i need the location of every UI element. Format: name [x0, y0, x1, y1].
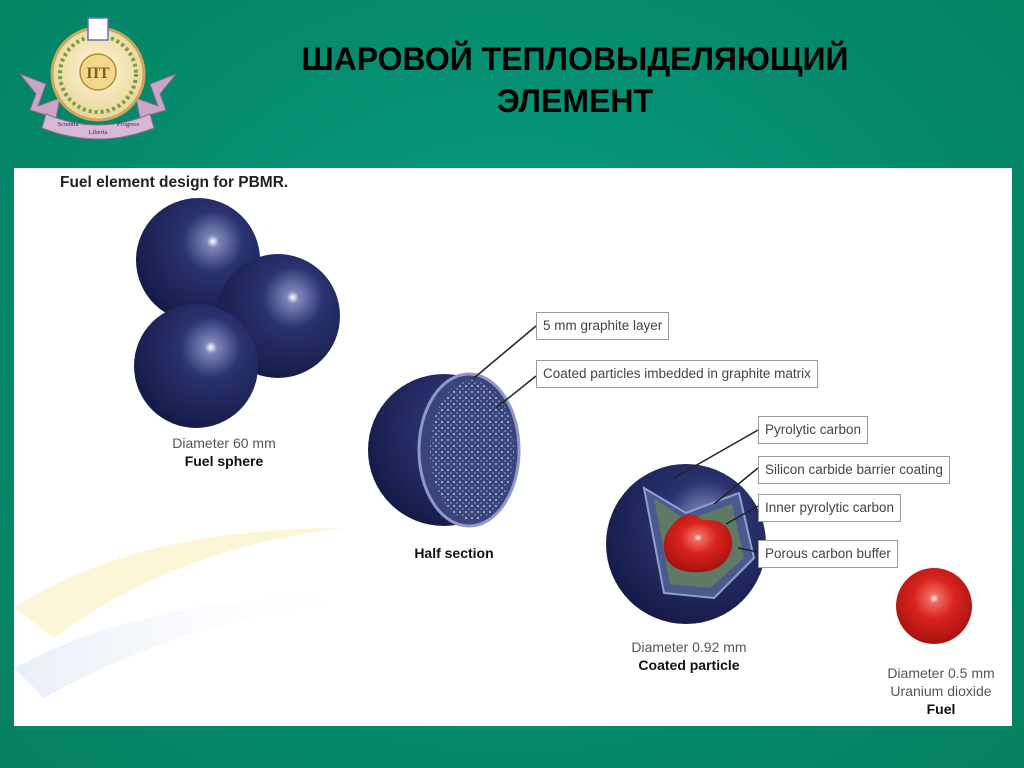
decorative-swoosh-blue [14, 596, 374, 698]
slide-title: ШАРОВОЙ ТЕПЛОВЫДЕЛЯЮЩИЙ ЭЛЕМЕНТ [230, 38, 920, 122]
coated-particle-section [606, 464, 766, 624]
callout-inner-pyrolytic: Inner pyrolytic carbon [758, 494, 902, 522]
uranium-kernel [663, 514, 733, 573]
coated-particle-caption: Diameter 0.92 mm Coated particle [614, 638, 764, 674]
emblem-ribbon-word-3: Progress [117, 121, 140, 128]
fuel-sphere-caption: Diameter 60 mm Fuel sphere [154, 434, 294, 470]
leader-graphite-layer [473, 325, 537, 379]
decorative-swoosh-yellow [14, 528, 344, 638]
slide-title-line1: ШАРОВОЙ ТЕПЛОВЫДЕЛЯЮЩИЙ [301, 41, 849, 77]
fuel-kernel-sphere [896, 568, 972, 644]
coated-particle-name: Coated particle [638, 657, 740, 673]
leader-coated-particles [495, 375, 537, 409]
diagram-panel: Fuel element design for PBMR. 5 mm graph… [14, 168, 1012, 726]
fuel-sphere-name: Fuel sphere [184, 453, 264, 469]
coated-particle-dimension: Diameter 0.92 mm [631, 639, 747, 655]
fuel-caption: Diameter 0.5 mm Uranium dioxide Fuel [876, 664, 1006, 718]
emblem-ribbon-word-1: Scientia [58, 121, 79, 128]
leader-porous-buffer [737, 547, 759, 553]
fuel-sphere-bottom [134, 304, 258, 428]
leader-inner-pyrolytic [725, 505, 759, 525]
half-section-name: Half section [414, 545, 494, 561]
callout-silicon-carbide: Silicon carbide barrier coating [758, 456, 950, 484]
diagram-heading: Fuel element design for PBMR. [60, 174, 289, 191]
slide-title-line2: ЭЛЕМЕНТ [497, 83, 653, 119]
callout-porous-buffer: Porous carbon buffer [758, 540, 898, 568]
fuel-element-diagram [14, 198, 972, 698]
callout-leaders [473, 325, 759, 553]
university-emblem-icon: ПТ Scientia Liberta Progress [18, 17, 178, 140]
callout-coated-particles: Coated particles imbedded in graphite ma… [536, 360, 818, 388]
half-section-caption: Half section [394, 544, 514, 562]
callout-graphite-layer: 5 mm graphite layer [536, 312, 670, 340]
half-section-sphere [368, 372, 521, 528]
emblem-monogram: ПТ [86, 65, 109, 82]
callout-pyrolytic-carbon: Pyrolytic carbon [758, 416, 869, 444]
emblem-ribbon-word-2: Liberta [89, 129, 108, 136]
leader-pyrolytic-carbon [673, 429, 759, 479]
fuel-sphere-cluster [134, 198, 340, 428]
fuel-sphere-dimension: Diameter 60 mm [172, 435, 276, 451]
fuel-dimension: Diameter 0.5 mm [887, 665, 995, 681]
leader-silicon-carbide [713, 467, 759, 505]
fuel-name: Fuel [926, 701, 956, 717]
fuel-material: Uranium dioxide [890, 683, 992, 699]
